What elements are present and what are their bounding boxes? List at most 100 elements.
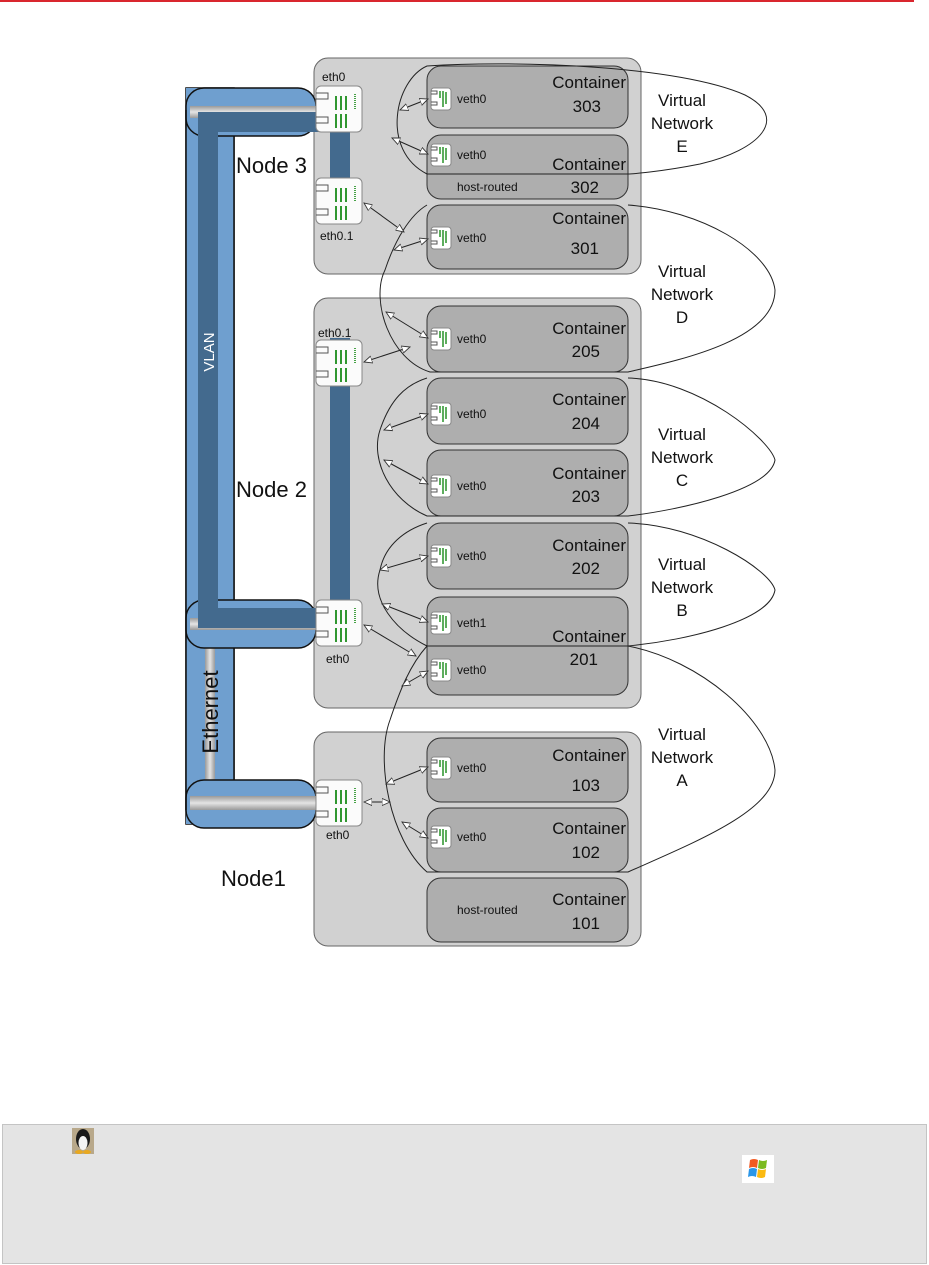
container-302-veth-icon [430, 143, 452, 167]
node3-eth0-label: eth0 [322, 70, 346, 84]
container-203-title: Container [552, 464, 626, 483]
container-204-veth-icon [430, 402, 452, 426]
virtual-network-a-loop [383, 645, 776, 873]
svg-text:Virtual: Virtual [658, 555, 706, 574]
virtual-network-e-loop [396, 63, 768, 175]
link-201-veth0 [402, 671, 428, 686]
container-204-veth-label: veth0 [457, 407, 487, 421]
container-201-veth1-veth-icon [430, 611, 452, 635]
node2-label: Node 2 [236, 477, 307, 502]
node1-eth0-label: eth0 [326, 828, 350, 842]
virtual-network-c-label: Virtual Network C [651, 425, 714, 490]
container-203-number: 203 [572, 487, 600, 506]
container-201-number: 201 [570, 650, 598, 669]
svg-text:B: B [676, 601, 687, 620]
node2-eth01-label: eth0.1 [318, 326, 352, 340]
container-101-number: 101 [572, 914, 600, 933]
container-303-veth-label: veth0 [457, 92, 487, 106]
link-204 [384, 414, 428, 430]
svg-text:Network: Network [651, 285, 714, 304]
container-301-number: 301 [571, 239, 599, 258]
link-103 [386, 767, 428, 784]
link-205 [386, 312, 428, 338]
link-203 [384, 460, 428, 484]
node2-eth0-label: eth0 [326, 652, 350, 666]
node1-label: Node1 [221, 866, 286, 891]
container-201-title: Container [552, 627, 626, 646]
container-204-number: 204 [572, 414, 600, 433]
svg-text:D: D [676, 308, 688, 327]
node3-eth0-nic-icon [315, 85, 363, 133]
header-accent-line [0, 0, 914, 2]
link-201-veth1 [382, 604, 428, 622]
node3-eth01-label: eth0.1 [320, 229, 354, 243]
virtual-network-e-label: Virtual Network E [651, 91, 714, 156]
container-303-title: Container [552, 73, 626, 92]
container-302-host-routed-label: host-routed [457, 180, 518, 194]
svg-text:E: E [676, 137, 687, 156]
svg-text:Network: Network [651, 114, 714, 133]
virtual-network-c-loop [376, 377, 776, 517]
link-201-eth0 [364, 625, 416, 656]
container-202-number: 202 [572, 559, 600, 578]
svg-text:Virtual: Virtual [658, 425, 706, 444]
svg-text:Virtual: Virtual [658, 725, 706, 744]
container-202-veth-label: veth0 [457, 549, 487, 563]
virtual-network-d-label: Virtual Network D [651, 262, 714, 327]
vlan-cable-label: VLAN [201, 332, 218, 371]
container-302-title: Container [552, 155, 626, 174]
container-103-veth-label: veth0 [457, 761, 487, 775]
node3-label: Node 3 [236, 153, 307, 178]
container-103-title: Container [552, 746, 626, 765]
container-205-number: 205 [572, 342, 600, 361]
container-202-veth-icon [430, 544, 452, 568]
link-302 [392, 137, 428, 155]
virtual-network-b-label: Virtual Network B [651, 555, 714, 620]
container-101-title: Container [552, 890, 626, 909]
container-302-veth-label: veth0 [457, 148, 487, 162]
container-303-number: 303 [573, 97, 601, 116]
svg-text:Network: Network [651, 448, 714, 467]
container-205-veth-icon [430, 327, 452, 351]
note-box [2, 1124, 927, 1264]
container-103-number: 103 [572, 776, 600, 795]
vlan-path [198, 112, 350, 628]
link-301-eth01 [364, 203, 404, 232]
container-301-veth-icon [430, 226, 452, 250]
container-102-title: Container [552, 819, 626, 838]
windows-logo-icon [742, 1155, 774, 1183]
container-301 [426, 204, 629, 270]
container-205-title: Container [552, 319, 626, 338]
container-303 [426, 65, 629, 129]
container-203-veth-label: veth0 [457, 479, 487, 493]
container-101-host-routed-label: host-routed [457, 903, 518, 917]
link-205-eth01 [364, 347, 410, 362]
container-102-veth-icon [430, 825, 452, 849]
container-302 [426, 134, 629, 200]
linux-tux-icon [72, 1128, 94, 1154]
svg-text:Network: Network [651, 578, 714, 597]
link-202 [380, 556, 428, 570]
link-303 [400, 99, 428, 110]
container-201-veth0-veth-icon [430, 658, 452, 682]
virtual-network-d-loop [379, 204, 776, 373]
svg-text:Network: Network [651, 748, 714, 767]
node2-eth0-nic-icon [315, 599, 363, 647]
svg-text:Virtual: Virtual [658, 262, 706, 281]
link-102 [402, 822, 428, 838]
container-301-title: Container [552, 209, 626, 228]
svg-text:A: A [676, 771, 688, 790]
network-diagram: Container 303 Container 302 Container 30… [185, 57, 776, 947]
container-302-number: 302 [571, 178, 599, 197]
container-201-veth1-veth-label: veth1 [457, 616, 487, 630]
container-303-veth-icon [430, 87, 452, 111]
container-101 [426, 877, 629, 943]
svg-text:C: C [676, 471, 688, 490]
svg-text:Virtual: Virtual [658, 91, 706, 110]
container-102-veth-label: veth0 [457, 830, 487, 844]
container-205-veth-label: veth0 [457, 332, 487, 346]
ethernet-cable-label: Ethernet [198, 670, 223, 753]
node3-eth01-nic-icon [315, 177, 363, 225]
container-204-title: Container [552, 390, 626, 409]
link-301 [394, 239, 428, 250]
